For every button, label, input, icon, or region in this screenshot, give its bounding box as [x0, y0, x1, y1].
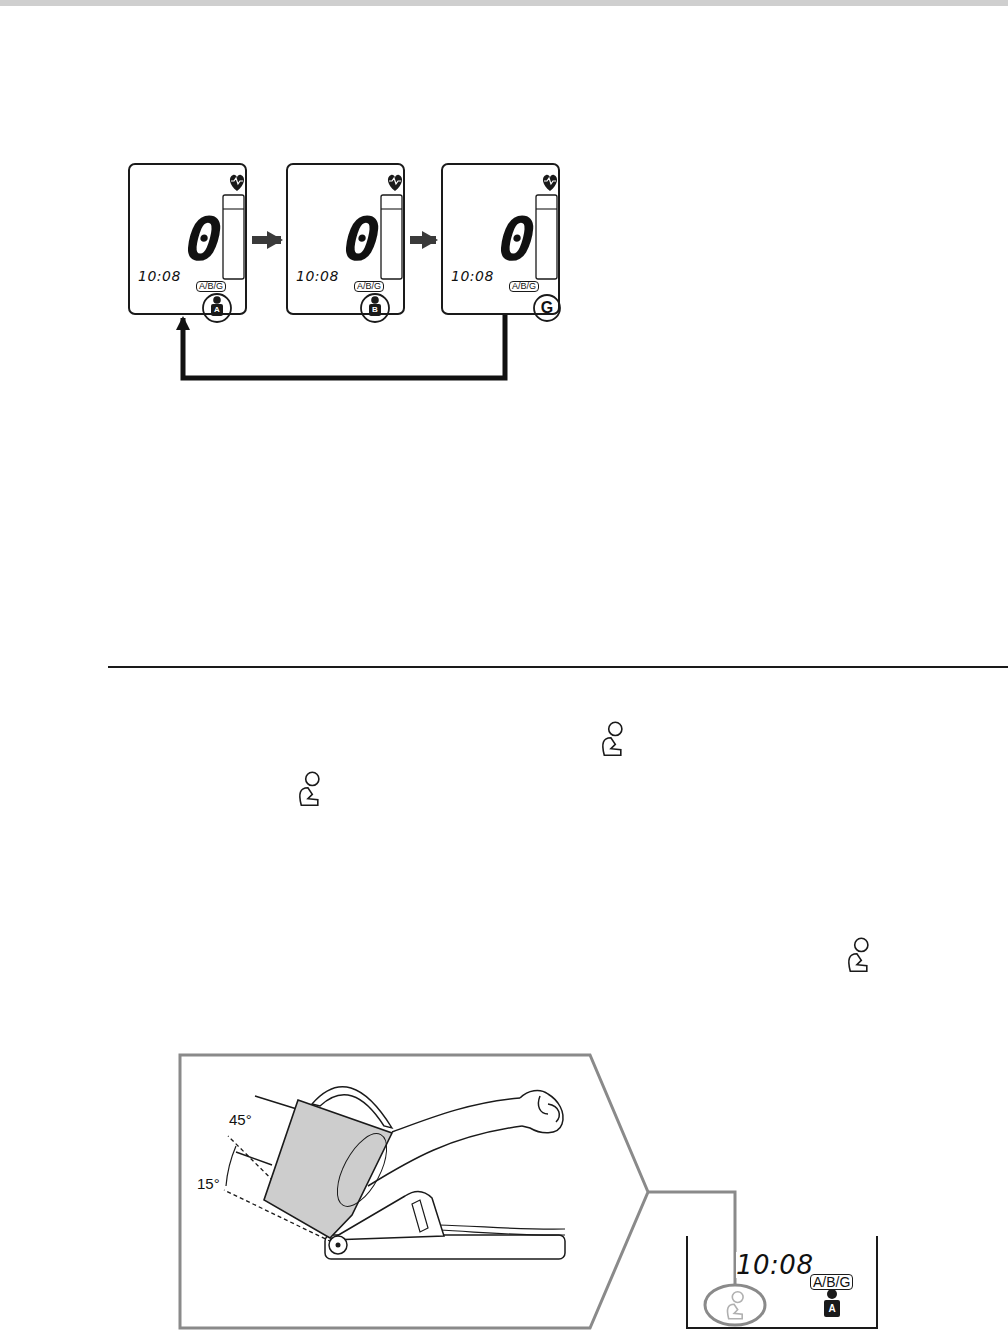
user-letter: A	[828, 1304, 835, 1314]
highlight-circle	[534, 295, 560, 321]
lcd-screen: 010:08A/B/GG	[441, 163, 560, 315]
user-mode-label: A/B/G	[810, 1274, 853, 1290]
pivot-center	[336, 1243, 341, 1248]
cuff-marker	[327, 1126, 396, 1214]
pivot	[329, 1236, 347, 1254]
level-bar	[381, 195, 402, 279]
step-arrow	[410, 236, 436, 244]
return-arrow	[183, 315, 505, 378]
user-mode-label: A/B/G	[354, 281, 384, 292]
angle-label: 15°	[196, 1176, 221, 1191]
user-mode-label: A/B/G	[509, 281, 539, 292]
air-tube	[438, 1225, 565, 1235]
forearm	[368, 1098, 522, 1186]
heart-icon	[230, 175, 244, 191]
step-arrow	[252, 236, 281, 244]
heart-icon	[388, 175, 402, 191]
guest-letter: G	[541, 300, 553, 316]
arm-cuff	[264, 1100, 392, 1238]
angle-arc	[226, 1146, 236, 1186]
lcd-screen: 010:08A/B/G B	[286, 163, 405, 315]
top-bar	[0, 0, 1008, 6]
level-bar	[223, 195, 244, 279]
lcd-screen: 010:08A/B/G A	[128, 163, 247, 315]
level-bar	[536, 195, 557, 279]
highlight-circle	[361, 294, 389, 322]
clock-time: 10:08	[451, 269, 494, 283]
hand	[520, 1091, 563, 1133]
user-letter: A	[214, 306, 220, 314]
user-icon	[369, 304, 381, 316]
person-icon	[300, 772, 319, 805]
tube-socket	[412, 1200, 428, 1232]
clock-time: 10:08	[296, 269, 339, 283]
highlight-circle	[203, 294, 231, 322]
angle-label: 45°	[228, 1112, 253, 1127]
reading-digit: 0	[497, 209, 537, 269]
lcd-detail: 10:08A/B/G A	[686, 1236, 878, 1329]
person-icons	[300, 722, 868, 1318]
user-icon	[211, 304, 223, 316]
heart-icon	[543, 175, 557, 191]
user-icon	[824, 1300, 840, 1317]
cuff-handle	[312, 1087, 392, 1128]
person-icon	[603, 722, 622, 755]
user-mode-label: A/B/G	[196, 281, 226, 292]
zoom-leader	[648, 1192, 735, 1285]
reading-digit: 0	[342, 209, 382, 269]
clock-time: 10:08	[138, 269, 181, 283]
inset-frame	[180, 1055, 648, 1328]
clock-time: 10:08	[736, 1252, 813, 1278]
reading-digit: 0	[184, 209, 224, 269]
zoom-ellipse	[705, 1285, 765, 1325]
person-icon	[727, 1292, 743, 1319]
person-icon	[849, 938, 868, 971]
user-letter: B	[372, 306, 378, 314]
section-rule	[108, 666, 1008, 668]
